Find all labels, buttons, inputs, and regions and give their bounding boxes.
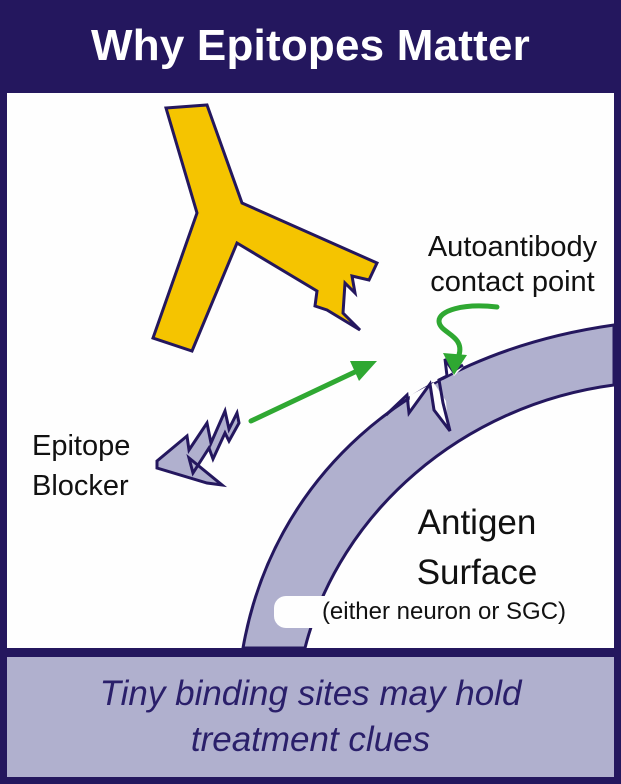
antigen-membrane (241, 323, 614, 648)
epitope-notch-outline (384, 358, 464, 432)
page-title: Why Epitopes Matter (91, 21, 530, 70)
contact-label-line2: contact point (430, 266, 595, 298)
footer-line1: Tiny binding sites may hold (99, 674, 522, 713)
footer-line2: treatment clues (190, 720, 431, 759)
epitope-blocker-zigzag (155, 406, 241, 488)
antigen-label-line1: Antigen (417, 503, 537, 542)
antigen-label-line2: Surface (416, 553, 538, 592)
contact-label-line1: Autoantibody (427, 231, 598, 263)
green-arrow-shaft (248, 368, 360, 424)
epitope-blocker-label: Epitope Blocker (32, 426, 130, 506)
diagram-panel: Autoantibody contact point Epitope Block… (7, 93, 614, 648)
footer-banner: Tiny binding sites may hold treatment cl… (7, 657, 614, 777)
antigen-sub-label: (either neuron or SGC) (274, 596, 614, 628)
blocker-label-line2: Blocker (32, 470, 129, 502)
contact-pointer-curve (436, 303, 500, 358)
green-arrow-head (350, 361, 377, 381)
antibody-shape (151, 103, 380, 353)
antigen-surface-label: Antigen Surface (377, 498, 577, 598)
contact-pointer-head (443, 353, 467, 375)
diagram-svg (151, 103, 614, 648)
blocker-label-line1: Epitope (32, 430, 131, 462)
contact-point-label: Autoantibody contact point (405, 230, 614, 300)
